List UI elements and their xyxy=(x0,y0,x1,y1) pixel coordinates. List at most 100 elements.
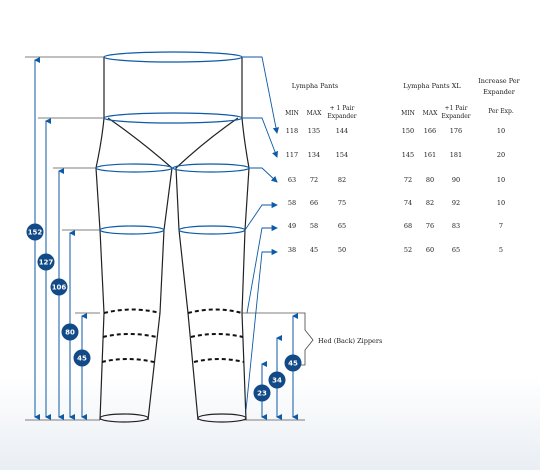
badge-circle xyxy=(253,384,271,402)
table-cell: 181 xyxy=(450,151,462,159)
table-cell: 66 xyxy=(310,199,318,207)
table-cell: 166 xyxy=(424,127,436,135)
right-zipper-top xyxy=(187,308,243,314)
zipper-bracket xyxy=(300,312,314,366)
table-cell: 135 xyxy=(308,127,320,135)
table-cell: 176 xyxy=(450,127,462,135)
badge-label: 80 xyxy=(65,329,75,337)
table-cell: 58 xyxy=(310,222,318,230)
pointer-knee xyxy=(246,224,278,314)
table-cell: 20 xyxy=(497,151,505,159)
badge-circle xyxy=(50,278,68,296)
left-zipper-bottom xyxy=(101,358,155,363)
left-dimension-arrows xyxy=(34,57,87,420)
column-header: MAX xyxy=(423,110,438,117)
table-cell: 82 xyxy=(426,199,434,207)
column-header: MIN xyxy=(401,110,415,117)
column-header: MIN xyxy=(285,110,299,117)
right-zipper-middle xyxy=(190,333,244,338)
zipper-note: Hed (Back) Zippers xyxy=(318,337,382,345)
column-header: Per Exp. xyxy=(488,108,514,115)
table-cell: 10 xyxy=(497,176,505,184)
badge-label: 45 xyxy=(288,360,298,368)
table-cell: 144 xyxy=(336,127,348,135)
ankle-rings xyxy=(99,413,247,423)
pointer-waist xyxy=(242,56,280,134)
badge-circle xyxy=(26,223,44,241)
badge-circle xyxy=(37,253,55,271)
badge-circle xyxy=(61,323,79,341)
table-cell: 83 xyxy=(452,222,460,230)
zipper-rings xyxy=(101,308,245,363)
left-measurement-badge: 80 xyxy=(61,323,79,341)
reference-lines xyxy=(25,56,305,421)
table-cell: 145 xyxy=(402,151,414,159)
table-cell: 72 xyxy=(310,176,318,184)
table-cell: 5 xyxy=(499,246,503,254)
column-header: MAX xyxy=(307,110,322,117)
column-header: Expander xyxy=(327,113,356,120)
pants-right-inner-seam xyxy=(175,117,239,421)
table-cell: 49 xyxy=(288,222,296,230)
pants-left-outer-seam xyxy=(95,57,105,421)
pointer-lines xyxy=(242,56,280,411)
table-cell: 80 xyxy=(426,176,434,184)
table-cell: 45 xyxy=(310,246,318,254)
table-title: Expander xyxy=(483,88,516,96)
badge-circle xyxy=(268,371,286,389)
table-cell: 60 xyxy=(426,246,434,254)
table-cell: 161 xyxy=(424,151,436,159)
left-upper-thigh-ring xyxy=(95,163,173,173)
badge-circle xyxy=(73,349,91,367)
table-title: Lympha Pants xyxy=(292,82,338,90)
right-measurement-badge: 34 xyxy=(268,371,286,389)
hip-ring xyxy=(103,112,243,124)
right-zipper-bottom xyxy=(193,358,245,363)
table-cell: 118 xyxy=(286,127,298,135)
table-cell: 10 xyxy=(497,127,505,135)
table-cell: 74 xyxy=(404,199,412,207)
table-cell: 52 xyxy=(404,246,412,254)
table-cell: 82 xyxy=(338,176,346,184)
pants-outline xyxy=(95,57,250,421)
table-title: Lympha Pants XL xyxy=(403,82,461,90)
pointer-hip xyxy=(242,117,279,158)
column-header: + 1 Pair xyxy=(330,105,355,112)
table-title: Increase Per xyxy=(478,77,520,85)
column-header: Expander xyxy=(441,113,470,120)
table-cell: 7 xyxy=(499,222,503,230)
badge-circle xyxy=(284,354,302,372)
circumference-rings xyxy=(95,51,250,235)
badge-label: 127 xyxy=(39,259,54,267)
left-measurement-badge: 106 xyxy=(50,278,68,296)
column-header: +1 Pair xyxy=(445,105,468,112)
table-cell: 58 xyxy=(288,199,296,207)
table-cell: 63 xyxy=(288,176,296,184)
table-cell: 92 xyxy=(452,199,460,207)
pants-left-inner-seam xyxy=(107,117,173,421)
table-cell: 154 xyxy=(336,151,348,159)
left-mid-thigh-ring xyxy=(99,225,165,235)
right-measurement-badge: 23 xyxy=(253,384,271,402)
pointer-ankle xyxy=(245,248,278,411)
table-cell: 68 xyxy=(404,222,412,230)
badge-label: 23 xyxy=(257,390,267,398)
left-zipper-top xyxy=(103,308,161,314)
table-cell: 38 xyxy=(288,246,296,254)
pointer-upper-thigh xyxy=(249,167,278,183)
right-mid-thigh-ring xyxy=(178,225,246,235)
right-measurement-badge: 45 xyxy=(284,354,302,372)
left-measurement-badge: 152 xyxy=(26,223,44,241)
left-measurement-badge: 127 xyxy=(37,253,55,271)
table-cell: 75 xyxy=(338,199,346,207)
table-cell: 134 xyxy=(308,151,320,159)
right-ankle-ring xyxy=(197,413,247,423)
table-cell: 150 xyxy=(402,127,414,135)
